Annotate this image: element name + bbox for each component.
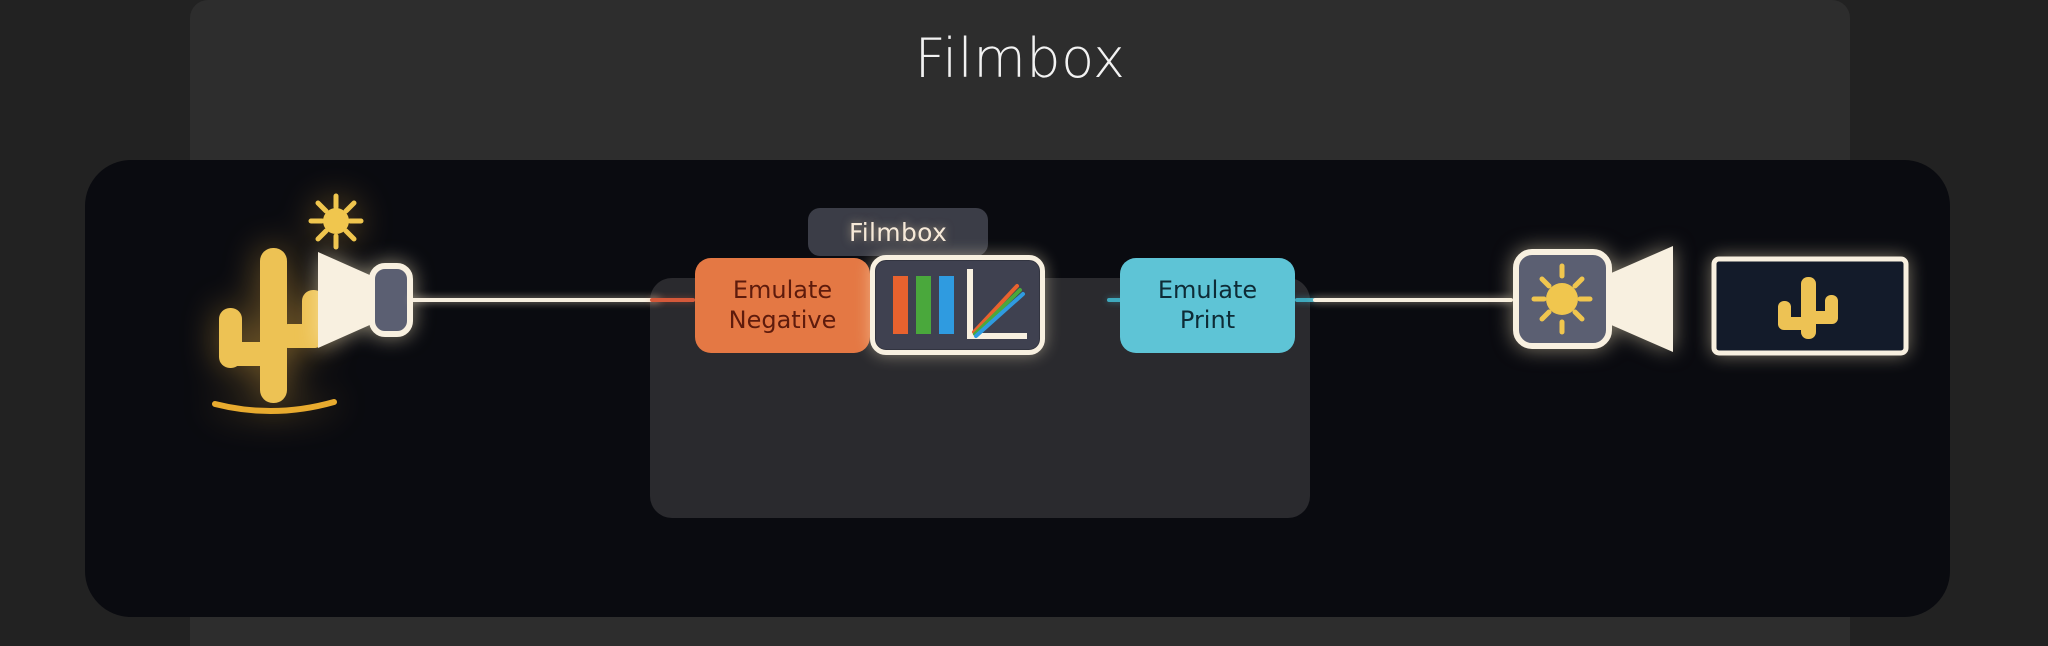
wire-camera-to-group[interactable] xyxy=(410,298,660,302)
node-emulate-print[interactable]: Emulate Print xyxy=(1120,258,1295,353)
wire-group-to-negative[interactable] xyxy=(650,298,695,302)
wire-print-to-group[interactable] xyxy=(1295,298,1315,302)
node-group-label[interactable]: Filmbox xyxy=(808,208,988,256)
node-emulate-print-label-line2: Print xyxy=(1179,305,1236,334)
camera-icon xyxy=(310,242,420,357)
page-title: Filmbox xyxy=(914,27,1126,90)
cactus-sun-icon xyxy=(195,190,405,440)
node-graph-canvas[interactable]: Filmbox xyxy=(85,160,1950,617)
wire-group-to-projector[interactable] xyxy=(1313,298,1513,302)
node-emulate-negative-label-line2: Negative xyxy=(728,305,837,334)
node-emulate-negative[interactable]: Emulate Negative xyxy=(695,258,870,353)
cactus-image-icon xyxy=(1710,255,1910,357)
rgb-bars-curve-icon xyxy=(875,260,1040,350)
node-filmbox-curve[interactable] xyxy=(870,255,1045,355)
projector-sun-icon xyxy=(1510,238,1695,360)
node-emulate-print-label-line1: Emulate xyxy=(1157,276,1258,305)
node-emulate-negative-label-line1: Emulate xyxy=(732,276,833,305)
